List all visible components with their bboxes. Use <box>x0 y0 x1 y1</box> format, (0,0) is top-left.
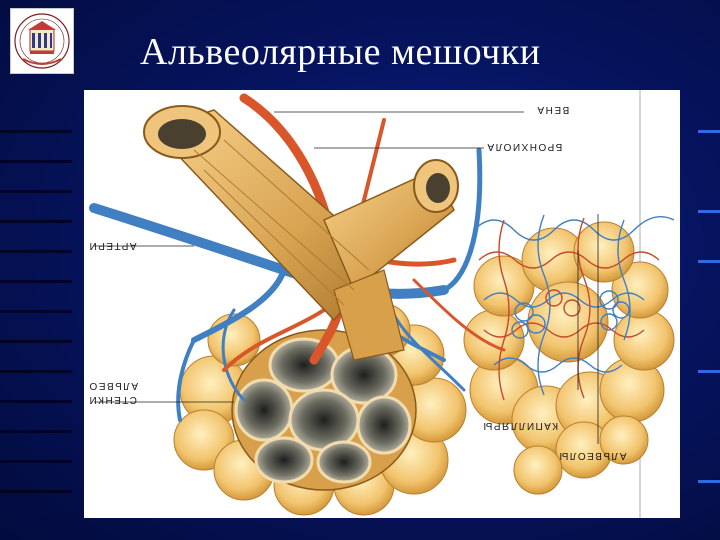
bronchiole-tubes <box>143 105 459 361</box>
label-alveolus-wall-2: СТЕНКИ <box>88 394 137 405</box>
label-leader-lines <box>94 111 599 444</box>
label-alveoli: АЛЬВЕОЛЫ <box>558 450 627 461</box>
lung-anatomy-drawing <box>89 90 675 518</box>
slide-title: Альвеолярные мешочки <box>140 31 541 73</box>
alveolar-sacs-illustration: ВЕНА БРОНХИОЛА АРТЕРИ АЛЬВЕО СТЕНКИ КАПИ… <box>84 90 680 518</box>
alveolar-cluster-left <box>173 303 467 516</box>
label-alveolus-wall-1: АЛЬВЕО <box>88 380 139 391</box>
left-decor-stripes <box>0 90 80 520</box>
alveolar-cluster-right <box>463 221 675 495</box>
label-vein: ВЕНА <box>536 104 570 115</box>
label-bronchiole: БРОНХИОЛА <box>486 141 563 152</box>
label-capillaries: КАПИЛЛЯРЫ <box>482 420 559 431</box>
university-crest-icon <box>14 13 70 69</box>
university-logo <box>10 8 74 74</box>
label-artery: АРТЕРИ <box>88 240 137 251</box>
right-decor-stripes <box>690 90 720 520</box>
